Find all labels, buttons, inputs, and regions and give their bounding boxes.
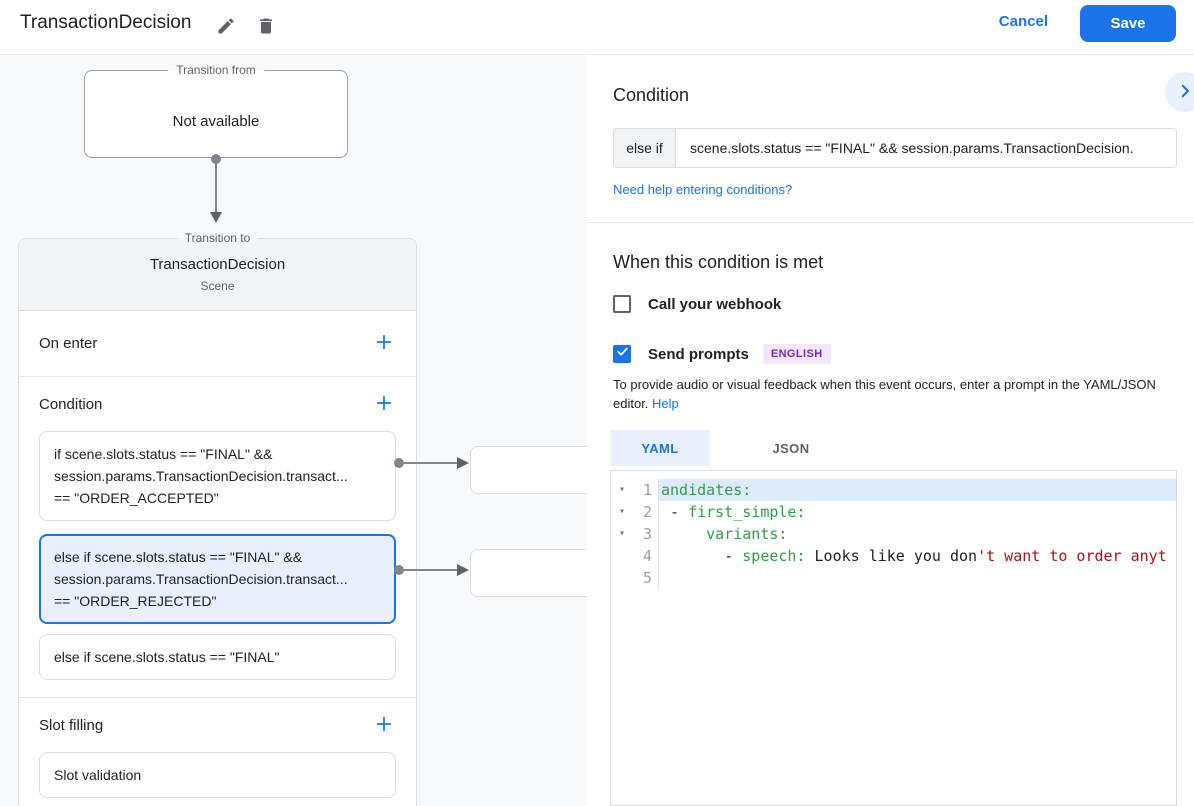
prompts-description: To provide audio or visual feedback when… [613,375,1168,413]
call-webhook-label: Call your webhook [648,295,782,313]
on-enter-label: On enter [39,335,98,352]
when-condition-heading: When this condition is met [613,252,824,272]
condition-section-label: Condition [39,395,103,413]
transition-to-legend: Transition to [176,231,259,245]
prompts-description-text: To provide audio or visual feedback when… [613,377,1156,411]
fold-spacer [611,545,633,567]
transition-target-box-2[interactable] [470,549,587,597]
language-badge: ENGLISH [762,344,831,364]
editor-line: 5 [611,567,1176,589]
add-slot-button[interactable] [370,711,398,739]
collapse-panel-button[interactable] [1165,72,1194,112]
plus-icon [376,395,392,414]
condition-list: if scene.slots.status == "FINAL" && sess… [19,431,416,680]
code-text[interactable] [659,567,1176,589]
trash-icon [256,16,276,39]
tab-json[interactable]: JSON [741,430,841,466]
page-title: TransactionDecision [20,12,192,33]
code-text[interactable]: variants: [706,525,788,543]
send-prompts-row: Send prompts ENGLISH [613,344,831,364]
condition-input-group: else if [613,128,1177,168]
transition-target-box-1[interactable] [470,446,587,494]
condition-detail-panel: Condition else if Need help entering con… [587,55,1194,806]
slot-item[interactable]: Slot validation [39,752,396,798]
fold-arrow-icon[interactable]: ▾ [618,484,626,495]
on-enter-row[interactable]: On enter [19,311,416,377]
edit-title-button[interactable] [212,13,240,41]
pencil-icon [216,16,236,39]
add-on-enter-button[interactable] [370,330,398,358]
condition-heading: Condition [613,85,690,105]
slot-filling-label: Slot filling [39,716,104,734]
delete-scene-button[interactable] [252,13,280,41]
line-number: 3 [633,523,659,545]
help-link[interactable]: Help [652,396,679,411]
code-text[interactable]: - first_simple: [661,503,806,521]
webhook-row: Call your webhook [613,295,781,313]
scene-card-header[interactable]: TransactionDecision Scene [19,239,416,311]
editor-line: 4 - speech: Looks like you don't want to… [611,545,1176,567]
panel-divider [587,222,1194,223]
code-text[interactable]: andidates: [659,479,1176,501]
add-condition-button[interactable] [370,390,398,418]
scene-type: Scene [200,279,235,293]
line-number: 2 [633,501,659,523]
fold-spacer [611,567,633,589]
send-prompts-checkbox[interactable] [613,345,631,363]
fold-arrow-icon[interactable]: ▾ [618,528,626,539]
condition-expression-input[interactable] [676,129,1176,167]
line-number: 1 [633,479,659,501]
condition-item[interactable]: else if scene.slots.status == "FINAL" [39,634,396,680]
editor-line: ▾ 3 variants: [611,523,1176,545]
scene-name: TransactionDecision [149,256,286,273]
line-number: 5 [633,567,659,589]
condition-section-end [19,693,416,698]
transition-from-value: Not available [172,113,260,130]
top-bar: TransactionDecision Cancel Save [0,0,1194,55]
editor-line: ▾ 2 - first_simple: [611,501,1176,523]
condition-help-link[interactable]: Need help entering conditions? [613,182,793,197]
slot-filling-section-header: Slot filling [19,698,416,752]
transition-from-box[interactable]: Transition from Not available [84,63,348,158]
condition-item[interactable]: if scene.slots.status == "FINAL" && sess… [39,431,396,521]
plus-icon [376,334,392,353]
tab-yaml[interactable]: YAML [610,430,710,466]
condition-connector-arrow-2 [394,564,469,576]
slot-list: Slot validation [19,752,416,798]
condition-prefix: else if [614,129,676,167]
condition-item[interactable]: else if scene.slots.status == "FINAL" &&… [39,534,396,624]
chevron-right-icon [1176,82,1194,103]
condition-section-header: Condition [19,377,416,431]
transition-from-legend: Transition from [168,63,264,77]
save-button[interactable]: Save [1080,5,1176,42]
line-number: 4 [633,545,659,567]
main-area: Transition from Not available Transition… [0,55,1194,806]
condition-connector-arrow-1 [394,457,469,469]
fold-arrow-icon[interactable]: ▾ [618,506,626,517]
plus-icon [376,716,392,735]
scene-card: Transition to TransactionDecision Scene … [18,231,417,806]
cancel-button[interactable]: Cancel [998,13,1048,30]
transition-arrow-down [210,154,222,223]
checkmark-icon [616,345,629,363]
call-webhook-checkbox[interactable] [613,295,631,313]
code-text[interactable]: - speech: Looks like you don't want to o… [661,547,1167,565]
send-prompts-label: Send prompts [648,345,749,363]
scene-diagram-panel: Transition from Not available Transition… [0,55,587,806]
